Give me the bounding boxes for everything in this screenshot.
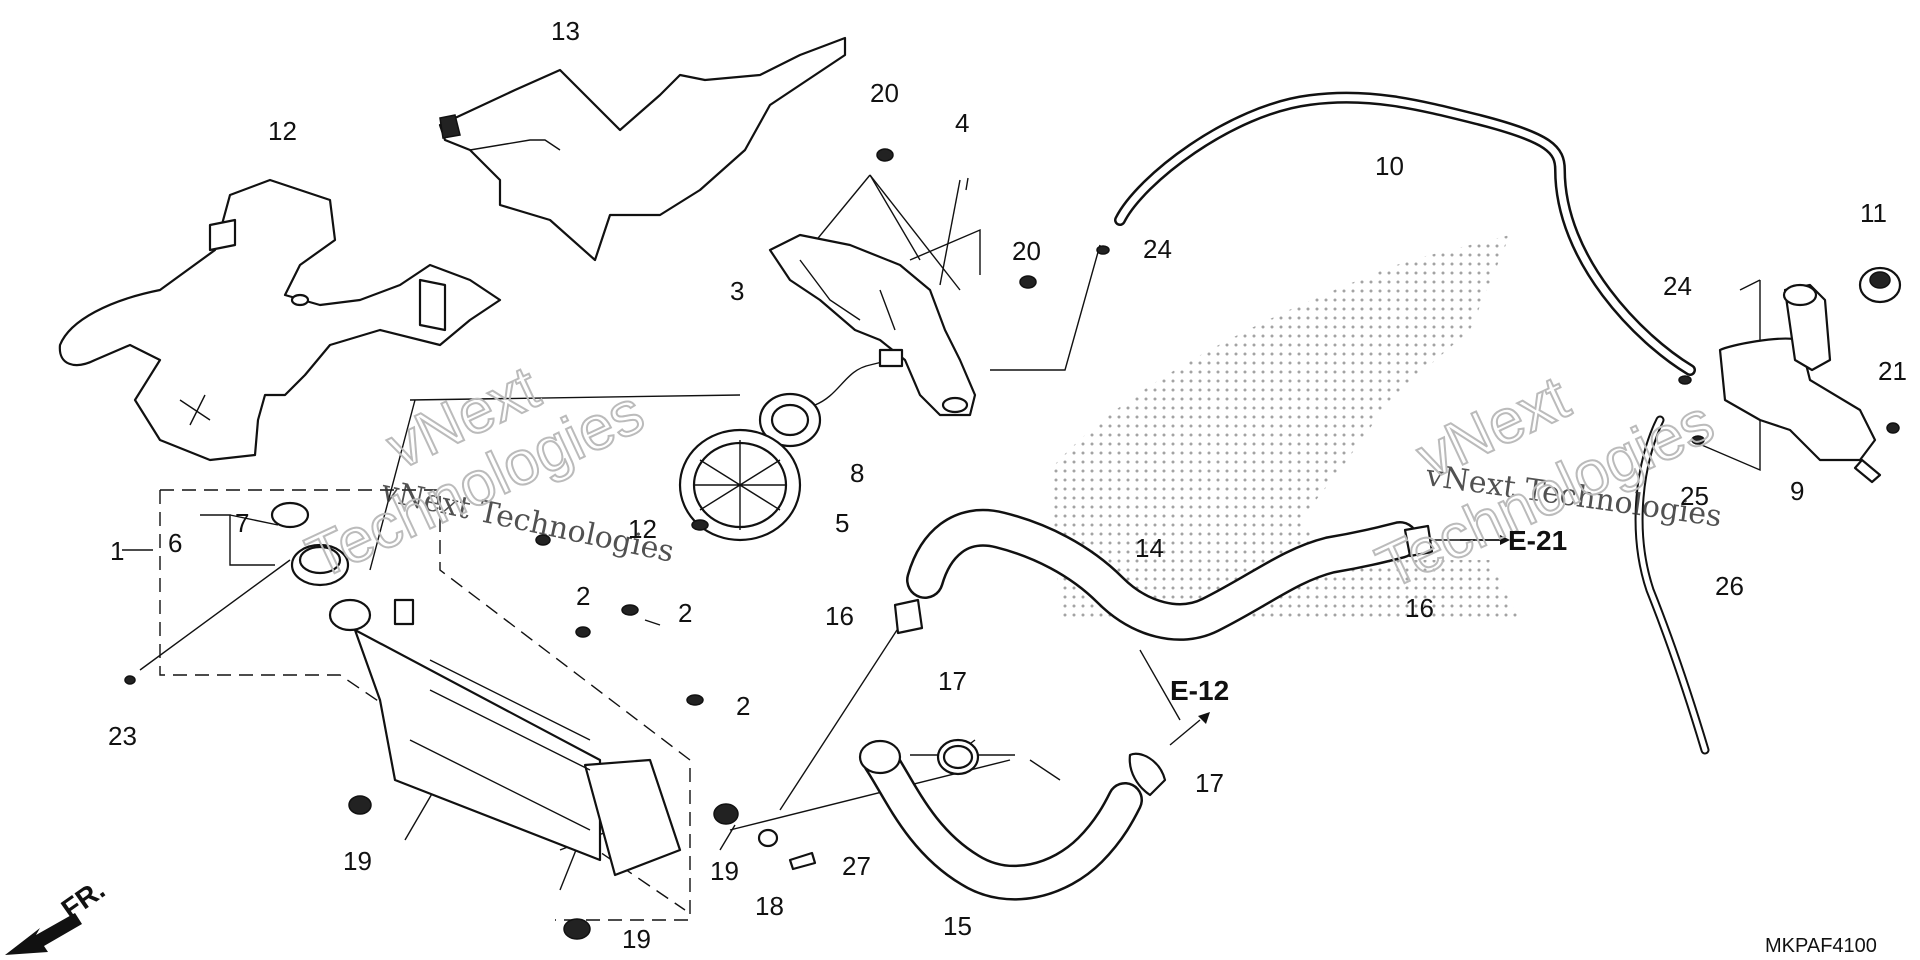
callout-21: 21 — [1878, 356, 1907, 386]
callout-23: 23 — [108, 721, 137, 751]
part-10-hose — [1114, 91, 1696, 376]
callout-16a: 16 — [825, 601, 854, 631]
callout-26: 26 — [1715, 571, 1744, 601]
background-logo-pattern — [1050, 235, 1520, 620]
diagram-code: MKPAF4100 — [1765, 935, 1877, 957]
part-11-tank-cap — [1858, 266, 1902, 304]
callout-2b: 2 — [678, 598, 692, 628]
radiator-core — [328, 598, 682, 877]
callout-1: 1 — [110, 536, 124, 566]
callout-7: 7 — [235, 508, 249, 538]
part-6-radiator-cap — [290, 543, 350, 587]
callout-17b: 17 — [1195, 768, 1224, 798]
callout-27: 27 — [842, 851, 871, 881]
callout-12b: 12 — [628, 514, 657, 544]
reference-arrows — [1198, 535, 1510, 724]
callout-18: 18 — [755, 891, 784, 921]
callout-19b: 19 — [710, 856, 739, 886]
part-9-reserve-tank — [1718, 283, 1882, 484]
part-7-radiator-cap-seal — [270, 501, 310, 529]
part-8-fan-motor — [758, 348, 904, 448]
callout-15: 15 — [943, 911, 972, 941]
front-direction-arrow — [5, 913, 82, 955]
callout-20b: 20 — [1012, 236, 1041, 266]
ref-e12: E-12 — [1170, 675, 1229, 706]
callout-8: 8 — [850, 458, 864, 488]
ref-e21: E-21 — [1508, 525, 1567, 556]
part-15-radiator-hose-lower — [858, 739, 1143, 901]
callout-17a: 17 — [938, 666, 967, 696]
part-13-upper-cover — [438, 36, 847, 262]
callout-9: 9 — [1790, 476, 1804, 506]
callout-24b: 24 — [1663, 271, 1692, 301]
callout-16b: 16 — [1405, 593, 1434, 623]
callout-25: 25 — [1680, 481, 1709, 511]
callout-19c: 19 — [622, 924, 651, 954]
callout-3: 3 — [730, 276, 744, 306]
callout-12: 12 — [268, 116, 297, 146]
callout-labels: 1 2 2 2 3 4 5 6 7 8 9 10 11 12 12 13 14 … — [56, 16, 1907, 957]
part-12-cover-plate — [58, 178, 502, 462]
callout-6: 6 — [168, 528, 182, 558]
part-26-overflow-hose — [1634, 415, 1710, 755]
callout-2a: 2 — [576, 581, 590, 611]
fasteners — [124, 148, 1900, 940]
part-14-radiator-hose-upper — [906, 508, 1419, 641]
callout-2c: 2 — [736, 691, 750, 721]
callout-24a: 24 — [1143, 234, 1172, 264]
part-5-fan — [678, 428, 802, 542]
part-3-fan-shroud — [768, 233, 977, 417]
callout-13: 13 — [551, 16, 580, 46]
callout-11: 11 — [1860, 198, 1887, 228]
front-marker-label: FR. — [56, 874, 111, 925]
callout-10: 10 — [1375, 151, 1404, 181]
clamps — [893, 524, 1434, 797]
callout-14: 14 — [1135, 533, 1164, 563]
callout-20a: 20 — [870, 78, 899, 108]
callout-4: 4 — [955, 108, 969, 138]
callout-19a: 19 — [343, 846, 372, 876]
callout-5: 5 — [835, 508, 849, 538]
watermark: vNext Technologies vNext Technologies vN… — [296, 352, 1725, 604]
